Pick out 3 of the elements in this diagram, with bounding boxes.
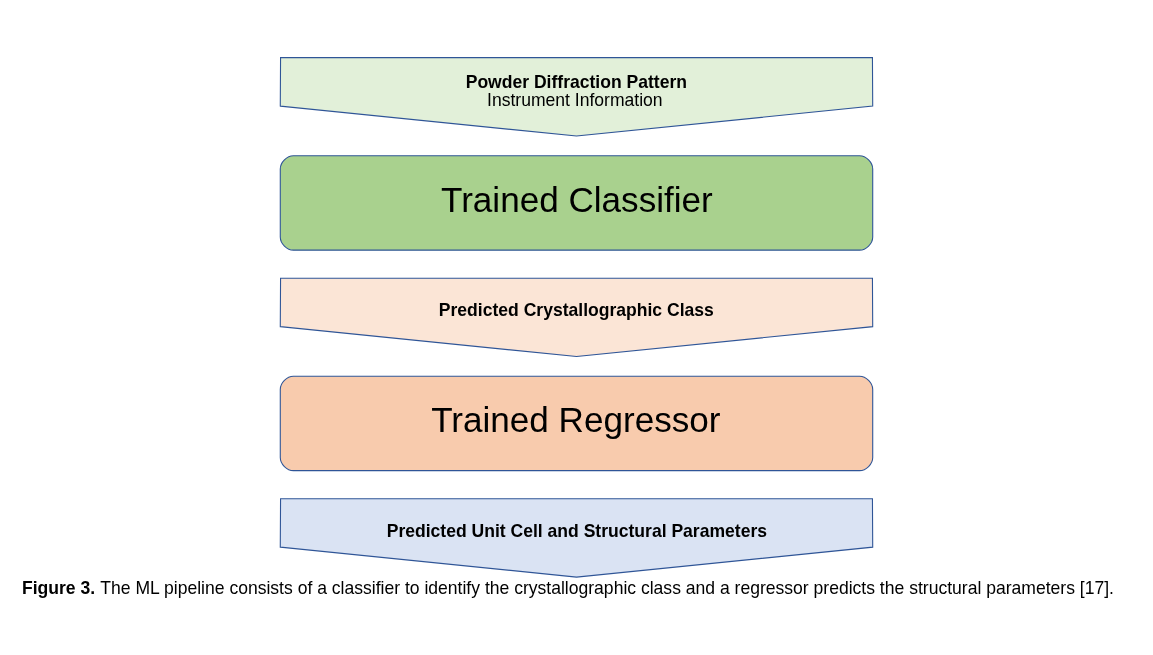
node-box: Trained Classifier — [279, 155, 874, 251]
caption: Figure 3. The ML pipeline consists of a classifier to identify the crystallographic class and a regressor predicts the structural parameters [17]. — [21, 578, 1114, 599]
node-box: Trained Regressor — [279, 375, 874, 472]
